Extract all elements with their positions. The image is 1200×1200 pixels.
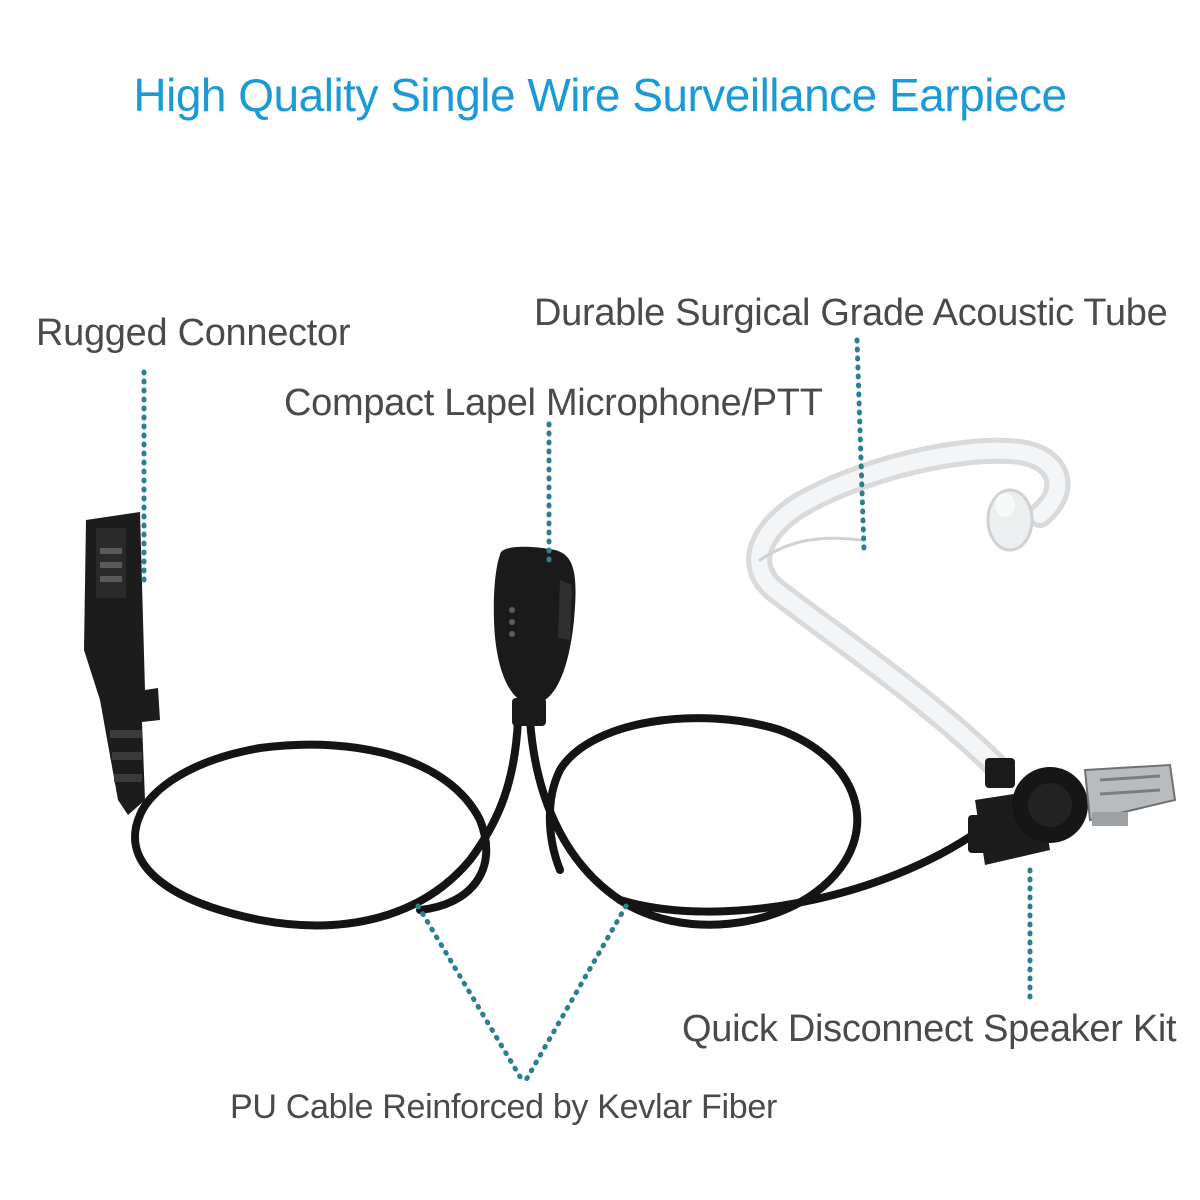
leader-cable-right bbox=[523, 903, 629, 1083]
callout-leaders bbox=[141, 337, 1033, 1083]
callout-speaker-kit: Quick Disconnect Speaker Kit bbox=[682, 1008, 1177, 1050]
callout-pu-cable: PU Cable Reinforced by Kevlar Fiber bbox=[230, 1088, 777, 1126]
callout-acoustic-tube: Durable Surgical Grade Acoustic Tube bbox=[534, 292, 1168, 334]
metal-clip bbox=[1083, 763, 1177, 826]
callout-rugged-connector: Rugged Connector bbox=[36, 312, 351, 354]
leader-tube bbox=[854, 337, 867, 553]
cable bbox=[131, 714, 984, 930]
lapel-microphone bbox=[493, 546, 576, 726]
callout-lapel-microphone: Compact Lapel Microphone/PTT bbox=[284, 382, 823, 424]
page-title: High Quality Single Wire Surveillance Ea… bbox=[133, 69, 1067, 121]
leader-cable-left bbox=[415, 903, 525, 1083]
acoustic-tube bbox=[746, 437, 1071, 783]
ear-tip bbox=[986, 488, 1034, 552]
quick-disconnect-speaker bbox=[968, 758, 1088, 865]
rugged-connector bbox=[84, 512, 160, 815]
